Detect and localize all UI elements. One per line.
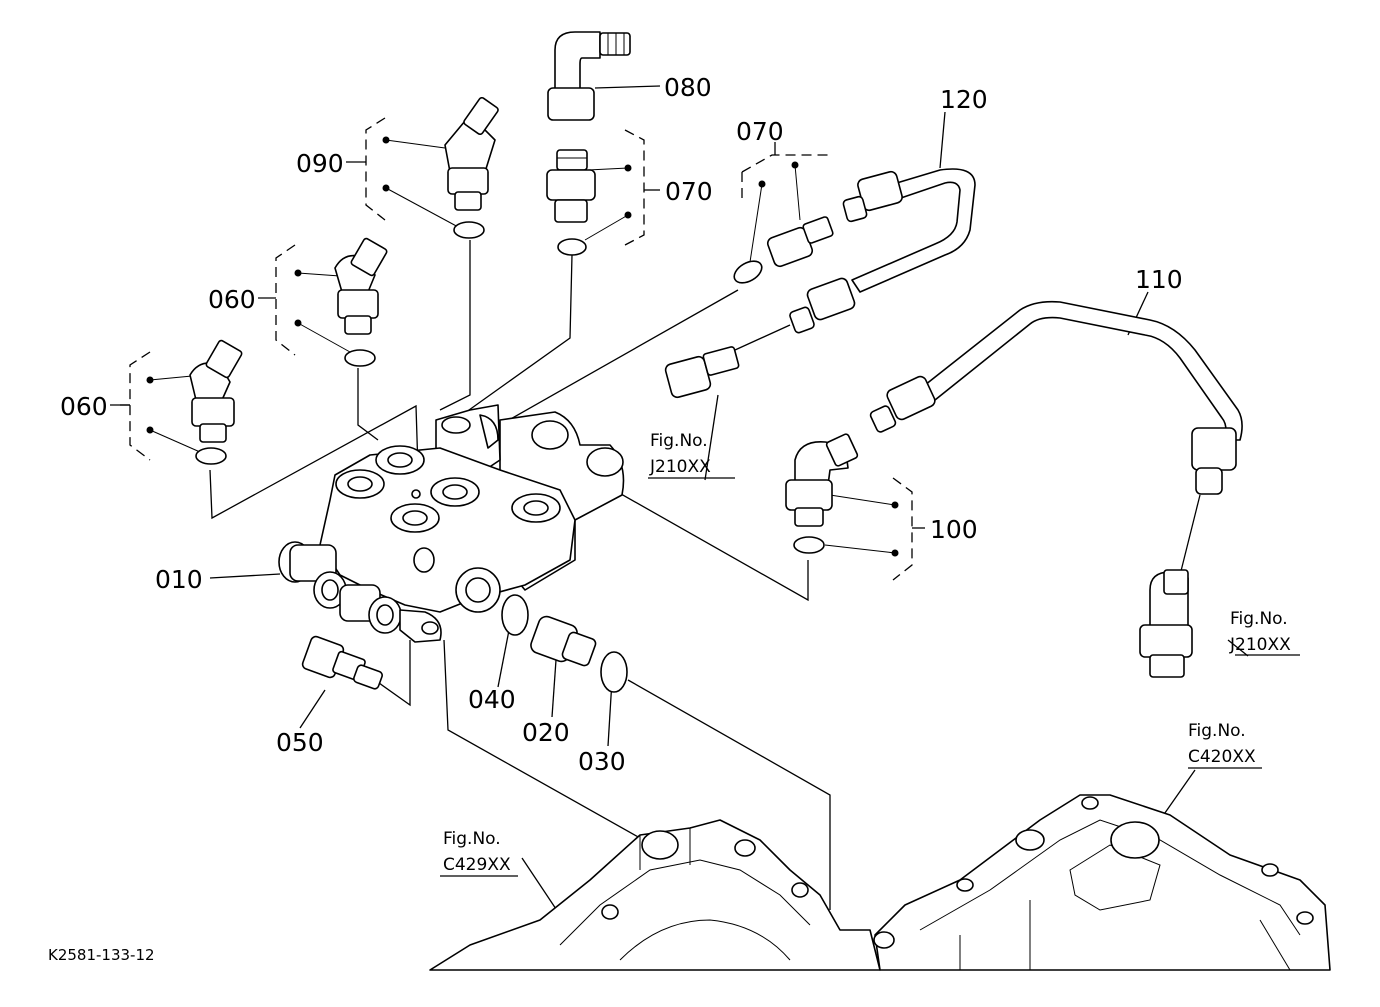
fitting-050-bolt	[301, 635, 383, 690]
label-040: 040	[468, 685, 516, 714]
fig-ref-c420-line1: Fig.No.	[1188, 721, 1246, 741]
label-070-right: 070	[736, 117, 784, 146]
fitting-080-elbow	[547, 31, 631, 121]
fitting-j210-left	[664, 346, 740, 399]
leader-lines	[209, 85, 1300, 916]
fig-ref-j210-right-line2: J210XX	[1229, 635, 1291, 655]
label-060-lower: 060	[60, 392, 108, 421]
valve-body-010	[278, 404, 625, 643]
label-080: 080	[664, 73, 712, 102]
fitting-060-lower	[189, 339, 243, 465]
label-010: 010	[155, 565, 203, 594]
pipe-110	[869, 300, 1243, 495]
fig-ref-c429-line2: C429XX	[443, 855, 511, 875]
fig-ref-j210-left-line2: J210XX	[649, 457, 711, 477]
fitting-060-upper	[334, 237, 388, 367]
fig-ref-j210-right-line1: Fig.No.	[1230, 609, 1288, 629]
fitting-020-adapter	[501, 594, 628, 693]
label-060-upper: 060	[208, 285, 256, 314]
housing-c420	[873, 794, 1331, 971]
fitting-100-elbow	[785, 433, 859, 554]
fig-ref-j210-left-line1: Fig.No.	[650, 431, 708, 451]
fig-ref-c429-line1: Fig.No.	[443, 829, 501, 849]
label-100: 100	[930, 515, 978, 544]
fitting-070-center	[546, 149, 596, 256]
group-brackets	[110, 117, 925, 581]
label-070-center: 070	[665, 177, 713, 206]
label-090: 090	[296, 149, 344, 178]
fitting-070-right	[733, 216, 834, 284]
drawing-code: K2581-133-12	[48, 946, 155, 964]
fitting-090-angled	[444, 96, 499, 239]
label-120: 120	[940, 85, 988, 114]
label-020: 020	[522, 718, 570, 747]
part-labels: 010 020 030 040 050 060 060 070 070 080 …	[60, 73, 1183, 776]
fig-ref-c420-line2: C420XX	[1188, 747, 1256, 767]
pipe-120	[789, 168, 976, 334]
figure-references: Fig.No. J210XX Fig.No. J210XX Fig.No. C4…	[443, 431, 1291, 875]
label-030: 030	[578, 747, 626, 776]
fitting-j210-right	[1139, 569, 1193, 678]
housing-c429	[429, 819, 881, 971]
label-050: 050	[276, 728, 324, 757]
label-110: 110	[1135, 265, 1183, 294]
